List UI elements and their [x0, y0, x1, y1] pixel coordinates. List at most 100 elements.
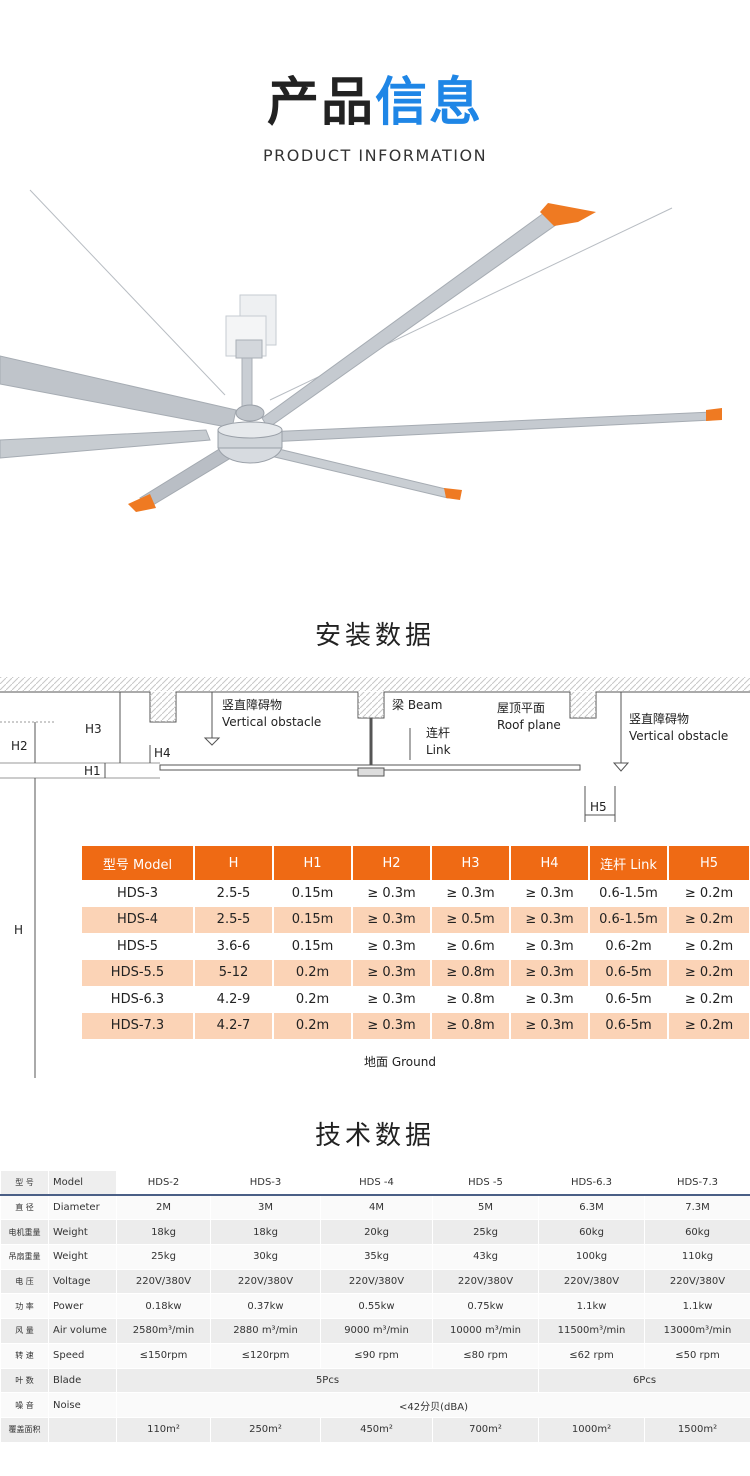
table-cell: 700m²: [432, 1416, 539, 1443]
row-key-cn: 电机重量: [0, 1219, 49, 1246]
table-cell: ≥ 0.3m: [352, 906, 432, 933]
table-cell: 0.6-5m: [589, 986, 669, 1013]
table-cell: ≤120rpm: [210, 1342, 321, 1369]
label-roof-en: Roof plane: [497, 718, 561, 732]
table-row: 转 速 Speed ≤150rpm≤120rpm≤90 rpm≤80 rpm≤6…: [0, 1342, 750, 1369]
table-cell: 2.5-5: [194, 906, 274, 933]
table-cell: 4.2-7: [194, 1012, 274, 1039]
table-cell: ≥ 0.3m: [352, 880, 432, 907]
noise-value: <42分贝(dBA): [116, 1392, 750, 1418]
row-key-en: Noise: [48, 1392, 117, 1418]
table-cell: ≥ 0.3m: [510, 933, 590, 960]
obstacle-right-marker: [612, 762, 630, 772]
table-cell: HDS-3: [82, 880, 195, 907]
table-cell: 10000 m³/min: [432, 1318, 539, 1344]
table-cell: ≥ 0.3m: [510, 959, 590, 986]
table-cell: ≥ 0.8m: [431, 986, 511, 1013]
table-cell: 0.37kw: [210, 1293, 321, 1320]
blade-upper-right: [261, 209, 561, 429]
table-row-noise: 噪 音 Noise <42分贝(dBA): [0, 1392, 750, 1418]
row-key-cn: 功 率: [0, 1293, 49, 1320]
row-key-cn: 直 径: [0, 1194, 49, 1221]
table-cell: 11500m³/min: [538, 1318, 645, 1344]
blade-left: [0, 355, 237, 429]
blade-tip-right: [706, 408, 722, 421]
row-key-cn: 转 速: [0, 1342, 49, 1369]
row-key-cn: 叶 数: [0, 1367, 49, 1394]
table-cell: 20kg: [320, 1219, 433, 1246]
table-cell: 0.6-5m: [589, 959, 669, 986]
table-cell: 0.75kw: [432, 1293, 539, 1320]
model-cell: HDS-6.3: [538, 1170, 645, 1197]
table-cell: 220V/380V: [644, 1268, 750, 1295]
model-cell: HDS-2: [116, 1170, 211, 1197]
table-cell: ≥ 0.3m: [510, 880, 590, 907]
model-cell: HDS -4: [320, 1170, 433, 1197]
table-cell: 0.6-1.5m: [589, 906, 669, 933]
label-link-cn: 连杆: [426, 726, 451, 740]
col-h: H: [194, 846, 274, 880]
label-roof-cn: 屋顶平面: [497, 701, 546, 715]
table-cell: 0.6-1.5m: [589, 880, 669, 907]
table-cell: 1.1kw: [538, 1293, 645, 1320]
table-cell: ≥ 0.3m: [352, 986, 432, 1013]
label-h2: H2: [11, 739, 28, 753]
tech-table: 型 号 Model HDS-2 HDS-3 HDS -4 HDS -5 HDS-…: [0, 1170, 750, 1443]
table-row-blade: 叶 数 Blade 5Pcs 6Pcs: [0, 1367, 750, 1394]
table-cell: 18kg: [210, 1219, 321, 1246]
row-key-cn: 吊扇重量: [0, 1244, 49, 1270]
row-key-en: Speed: [48, 1342, 117, 1369]
table-cell: 60kg: [644, 1219, 750, 1246]
table-cell: 4M: [320, 1194, 433, 1221]
table-cell: ≤90 rpm: [320, 1342, 433, 1369]
table-cell: ≥ 0.3m: [510, 906, 590, 933]
table-cell: ≥ 0.2m: [668, 880, 750, 907]
table-cell: 35kg: [320, 1244, 433, 1270]
table-cell: 3M: [210, 1194, 321, 1221]
col-h3: H3: [431, 846, 511, 880]
page-subtitle: PRODUCT INFORMATION: [262, 146, 488, 165]
row-key-en: Diameter: [48, 1194, 117, 1221]
table-cell: HDS-5: [82, 933, 195, 960]
table-cell: 220V/380V: [116, 1268, 211, 1295]
col-model: 型号 Model: [82, 846, 195, 880]
blade-tip-lower-right: [444, 488, 462, 500]
table-cell: 0.18kw: [116, 1293, 211, 1320]
table-cell: ≥ 0.8m: [431, 1012, 511, 1039]
table-cell: 110kg: [644, 1244, 750, 1270]
table-cell: HDS-5.5: [82, 959, 195, 986]
blade-tip-front: [128, 494, 156, 512]
blade-tip-upper-right: [540, 203, 596, 226]
table-cell: 5M: [432, 1194, 539, 1221]
table-cell: ≥ 0.2m: [668, 959, 750, 986]
tech-title: 技术数据: [314, 1121, 435, 1151]
table-cell: 220V/380V: [210, 1268, 321, 1295]
model-cell: HDS -5: [432, 1170, 539, 1197]
table-cell: ≥ 0.2m: [668, 906, 750, 933]
table-cell: 220V/380V: [432, 1268, 539, 1295]
downrod: [241, 357, 253, 409]
table-cell: ≤50 rpm: [644, 1342, 750, 1369]
table-cell: 0.6-5m: [589, 1012, 669, 1039]
table-cell: HDS-6.3: [82, 986, 195, 1013]
ceiling-fan-image: [0, 189, 722, 512]
ground-label: 地面 Ground: [364, 1055, 436, 1069]
table-cell: 2580m³/min: [116, 1318, 211, 1344]
table-cell: ≥ 0.6m: [431, 933, 511, 960]
table-cell: 30kg: [210, 1244, 321, 1270]
table-cell: 0.15m: [273, 933, 353, 960]
model-cell: HDS-3: [210, 1170, 321, 1197]
blade-lower-right: [261, 445, 451, 499]
install-diagram: H2 H3 H4 H1 H H5 竖直障碍物 Vertical obstacle…: [0, 675, 750, 1080]
table-cell: 0.2m: [273, 959, 353, 986]
table-cell: ≤80 rpm: [432, 1342, 539, 1369]
table-cell: ≥ 0.2m: [668, 933, 750, 960]
label-obstacle-left-cn: 竖直障碍物: [222, 698, 283, 712]
